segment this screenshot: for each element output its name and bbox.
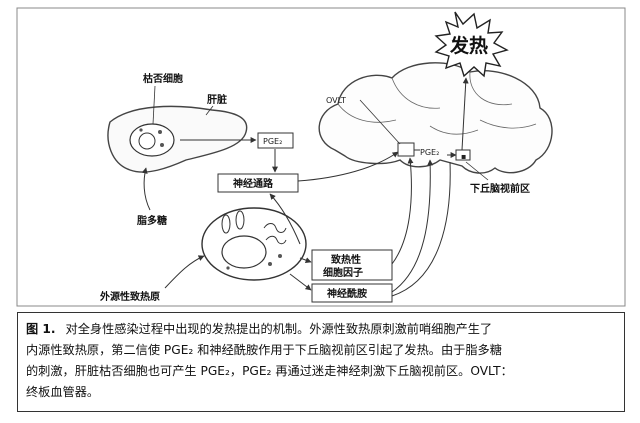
kupffer-label-line: [152, 85, 156, 125]
lps-label: 脂多糖: [136, 214, 167, 227]
cytokine-to-brain: [391, 157, 414, 265]
kupffer-granule: [160, 143, 164, 147]
brain-outline: [318, 62, 553, 174]
ovlt-label: OVLT: [326, 96, 346, 105]
fever-arrow: [461, 77, 469, 151]
sentinel-granule-dot: [226, 266, 230, 270]
brain-fold: [391, 77, 441, 109]
figure-frame: [16, 7, 626, 307]
exogenous-pyrogen-label: 外源性致热原: [99, 290, 160, 303]
liver-label: 肝脏: [207, 93, 227, 106]
liver-label-line: [205, 105, 214, 116]
pge2-brain-label: PGE₂: [420, 148, 439, 157]
ceramide-label: 神经酰胺: [327, 287, 367, 300]
pyrogenic-cytokine-label-1: 致热性: [331, 253, 361, 266]
exogenous-arrow: [164, 255, 205, 289]
ceramide-to-brain: [391, 159, 434, 293]
caption-figure-label: 图 1.: [26, 322, 56, 336]
sentinel-granule: [221, 214, 231, 234]
sentinel-granule-dot: [278, 254, 282, 258]
sentinel-granule-dot: [268, 262, 272, 266]
neural-pathway-box: [217, 173, 299, 193]
lps-arrow: [141, 167, 151, 211]
pge2-liver-label: PGE₂: [263, 137, 282, 146]
sentinel-organelle: [265, 235, 287, 245]
neural-pathway-label: 神经通路: [233, 177, 274, 190]
ovlt-label-line: [359, 99, 401, 145]
brain-fold: [469, 71, 513, 106]
fever-starburst: [434, 11, 509, 78]
brain-fold: [479, 119, 537, 129]
pathway-to-ovlt: [297, 151, 399, 182]
kupffer-cell-label: 枯否细胞: [143, 72, 183, 85]
hypothalamus-label: 下丘脑视前区: [470, 182, 530, 195]
cytokine-to-pathway: [269, 193, 301, 245]
caption-line-1: 图 1.对全身性感染过程中出现的发热提出的机制。外源性致热原刺激前哨细胞产生了: [26, 322, 493, 336]
liver-outline: [107, 105, 248, 173]
sentinel-nucleus: [221, 235, 267, 269]
caption-line-2: 内源性致热原，第二信使 PGE₂ 和神经酰胺作用于下丘脑视前区引起了发热。由于脂…: [26, 343, 502, 357]
cell-to-cytokine: [299, 257, 312, 263]
hypothalamus-label-line: [465, 161, 489, 181]
brain-fold: [429, 125, 479, 135]
fever-label: 发热: [449, 34, 488, 57]
figure-caption: 图 1.对全身性感染过程中出现的发热提出的机制。外源性致热原刺激前哨细胞产生了 …: [17, 312, 625, 412]
ceramide-box: [311, 283, 393, 303]
caption-line-4: 终板血管器。: [26, 385, 100, 399]
pyrogenic-cytokine-label-2: 细胞因子: [323, 266, 363, 279]
pyrogenic-cytokine-box: [311, 249, 393, 281]
pge2-liver-box: [257, 132, 294, 149]
kupffer-granule: [139, 128, 143, 132]
caption-line-3: 的刺激，肝脏枯否细胞也可产生 PGE₂，PGE₂ 再通过迷走神经刺激下丘脑视前区…: [26, 364, 513, 378]
fever-mechanism-diagram: ▪ 发热 枯否细胞 肝脏 脂多糖 PGE₂ OVLT PGE₂ 下丘脑视前区 神…: [16, 7, 626, 307]
ovlt-box: [397, 142, 415, 157]
kupffer-granule: [158, 130, 162, 134]
kupffer-nucleus: [138, 132, 156, 150]
ceramide-to-hypothalamus: [391, 161, 451, 297]
sentinel-organelle: [263, 223, 287, 233]
brain-fold: [337, 103, 397, 123]
sentinel-granule: [235, 210, 245, 230]
hypothalamus-dot: ▪: [461, 152, 466, 161]
cell-to-ceramide: [289, 273, 312, 291]
